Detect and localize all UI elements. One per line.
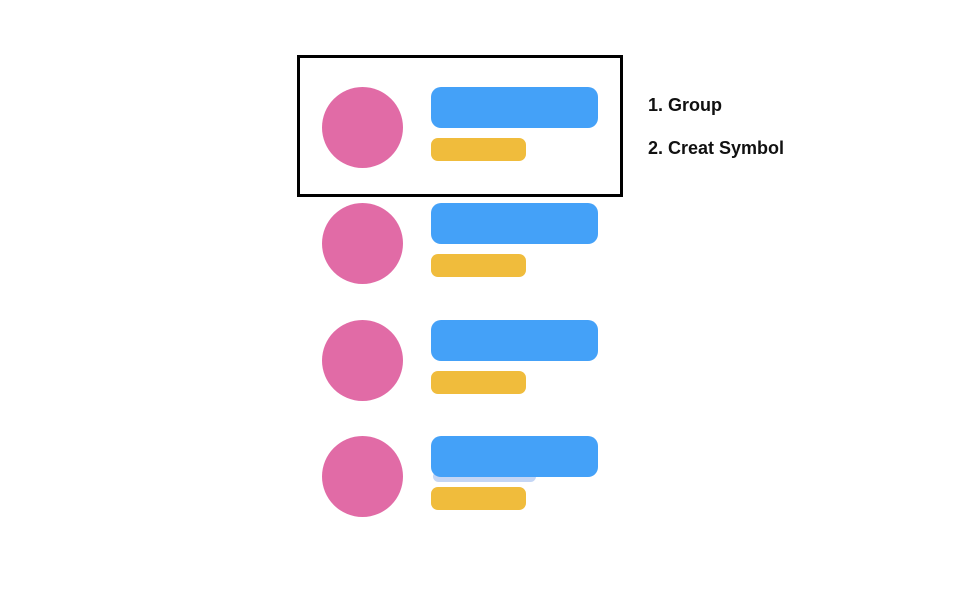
title-bar [431,436,598,477]
title-bar [431,203,598,244]
avatar-circle [322,436,403,517]
avatar-circle [322,320,403,401]
list-item-2 [322,203,598,285]
subtitle-bar [431,254,526,277]
subtitle-bar [431,138,526,161]
subtitle-bar [431,371,526,394]
list-item-1 [322,87,598,169]
instruction-step-group: 1. Group [648,95,723,115]
selection-frame [297,55,623,197]
avatar-circle [322,87,403,168]
title-bar [431,87,598,128]
title-bar [431,320,598,361]
list-item-3 [322,320,598,402]
instruction-step-create-symbol: 2. Creat Symbol [648,138,785,158]
instruction-list: 1. Group 2. Creat Symbol [648,94,784,180]
subtitle-bar [431,487,526,510]
list-item-4 [322,436,598,518]
avatar-circle [322,203,403,284]
